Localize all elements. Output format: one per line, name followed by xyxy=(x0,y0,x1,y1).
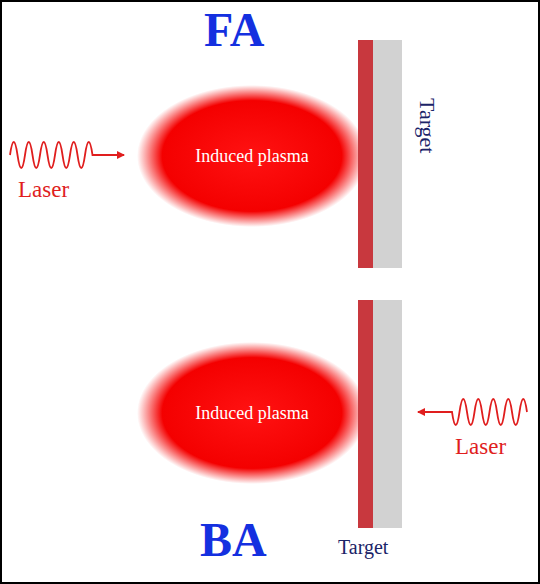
plasma-ellipse: Induced plasma xyxy=(137,342,367,484)
target-coating xyxy=(358,40,373,268)
plasma-ellipse: Induced plasma xyxy=(137,85,367,227)
plasma-label: Induced plasma xyxy=(195,403,308,424)
laser-wave xyxy=(418,399,527,425)
target-substrate xyxy=(373,300,402,528)
target-substrate xyxy=(373,40,402,268)
target-label: Target xyxy=(338,536,388,559)
laser-label: Laser xyxy=(18,177,69,203)
target-plate: Target xyxy=(358,300,402,528)
laser-label: Laser xyxy=(455,434,506,460)
panel-heading: BA xyxy=(200,512,267,567)
target-coating xyxy=(358,300,373,528)
target-plate: Target xyxy=(358,40,402,268)
target-label: Target xyxy=(414,98,440,153)
plasma-label: Induced plasma xyxy=(195,146,308,167)
panel-heading: FA xyxy=(204,2,264,57)
laser-wave xyxy=(10,142,124,168)
